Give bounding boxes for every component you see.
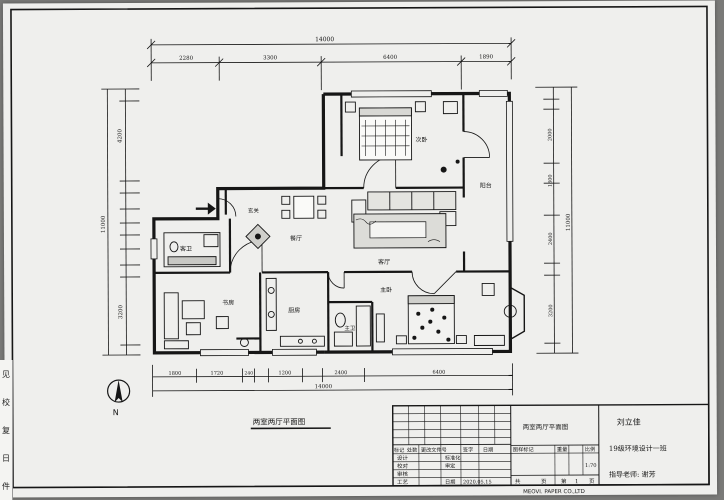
dim-bottom-overall: 14000: [315, 384, 333, 390]
tb-student-name: 刘立佳: [617, 417, 641, 427]
room-label-balcony: 阳台: [480, 181, 492, 189]
tb-weight: 重量: [557, 445, 567, 453]
tb-label-check: 校对: [397, 462, 409, 470]
tb-page-value: 1: [575, 479, 579, 485]
tb-header-change-doc: 更改文件号: [421, 446, 447, 454]
dim-left-seg-1: 4200: [117, 129, 123, 144]
tb-sample-mark: 图样标记: [513, 445, 534, 453]
room-label-kitchen: 厨房: [288, 306, 300, 314]
dim-left-overall: 11000: [101, 215, 107, 233]
tb-label-review: 审核: [397, 470, 409, 478]
dim-right-seg-3: 2400: [548, 232, 554, 245]
tb-label-approve: 审定: [445, 462, 455, 470]
margin-strip-text: 件: [2, 481, 10, 491]
furniture-study: [163, 292, 249, 350]
room-label-guest-bath: 客卫: [180, 245, 192, 253]
tb-label-date: 日期: [445, 479, 455, 486]
sofa-living: [351, 191, 457, 227]
dim-top-seg-2: 3300: [263, 55, 278, 61]
tb-label-process: 工艺: [397, 479, 409, 486]
tb-label-standard: 标准化: [445, 454, 461, 462]
fixtures-kitchen: [265, 277, 325, 347]
dim-top-seg-4: 1890: [479, 54, 494, 60]
dim-bottom-seg-5: 2400: [335, 370, 348, 376]
exterior-walls: [152, 91, 513, 355]
tb-class-name: 19级环境设计一班: [609, 444, 667, 453]
windows: [150, 89, 514, 357]
tb-sheets: 页: [541, 478, 547, 485]
margin-strip: 见 校 复 日 件: [0, 360, 13, 500]
foyer-rug: [245, 223, 271, 250]
tb-instructor: 指导老师: 谢芳: [609, 470, 656, 479]
bed-secondary: [344, 101, 458, 161]
drawing-title: 两室两厅平面图: [253, 416, 306, 426]
room-label-dining: 餐厅: [290, 234, 302, 242]
dim-right-seg-4: 3200: [548, 304, 554, 317]
interior-walls: [154, 93, 511, 353]
north-arrow-icon: [107, 379, 131, 403]
rug-living: [353, 213, 447, 249]
doors: [217, 131, 491, 295]
fixtures-master-bath: [333, 305, 371, 347]
room-label-study: 书房: [222, 299, 234, 307]
dim-top-seg-3: 6400: [383, 55, 398, 61]
tb-header-date: 日期: [483, 446, 493, 453]
armchair-master: [481, 282, 495, 296]
dim-right-overall: 11000: [566, 213, 572, 231]
margin-strip-text: 校: [2, 397, 10, 407]
title-block: [391, 403, 710, 487]
room-label-foyer: 玄关: [248, 206, 260, 214]
dimension-bottom: [152, 363, 514, 397]
dim-bottom-seg-6: 6400: [433, 370, 446, 376]
dimension-left: [101, 88, 141, 356]
tb-total: 共: [515, 477, 521, 485]
dim-bottom-seg-3: 240: [245, 370, 254, 376]
dimension-top: [146, 37, 516, 91]
plant-icon: [440, 166, 447, 173]
dim-top-overall: 14000: [315, 36, 334, 43]
dim-top-seg-1: 2280: [179, 56, 194, 62]
paper-brand: MEOVI. PAPER CO.,LTD: [523, 489, 585, 495]
tb-scale-value: 1:70: [585, 463, 597, 469]
room-label-secondary-bedroom: 次卧: [416, 136, 428, 144]
tb-header-mark: 标记: [394, 446, 404, 454]
room-label-living: 客厅: [378, 258, 390, 266]
tb-drawing-name: 两室两厅平面图: [523, 422, 569, 431]
room-label-master-bedroom: 主卧: [380, 286, 392, 294]
dim-bottom-seg-4: 1200: [279, 370, 292, 376]
dining-table: [281, 195, 327, 219]
north-label: N: [113, 408, 119, 417]
tb-label-design: 设计: [397, 454, 409, 462]
plant-icon: [455, 159, 460, 164]
fixtures-guest-bath: [163, 232, 221, 268]
room-label-master-bath: 主卫: [344, 324, 356, 332]
floor-plan-drawing: 14000 2280 3300 6400 1890 11000 4200 320…: [10, 5, 710, 495]
dim-right-seg-2: 1800: [548, 174, 554, 187]
margin-strip-text: 复: [2, 425, 10, 435]
margin-strip-text: 日: [2, 453, 10, 463]
tb-scale: 比例: [585, 445, 595, 453]
margin-strip-text: 见: [2, 369, 10, 379]
tb-page-suffix: 页: [589, 478, 595, 485]
bay-window: [503, 286, 526, 340]
dim-bottom-seg-1: 1800: [169, 371, 182, 377]
border-frame: [10, 5, 710, 489]
dim-left-seg-2: 3200: [118, 305, 124, 320]
tb-date-value: 2020.05.15: [463, 479, 492, 485]
dim-bottom-seg-2: 1720: [211, 371, 224, 377]
dimension-right: [535, 86, 579, 354]
tb-page-no: 第: [561, 477, 567, 485]
tb-header-signature: 签字: [463, 446, 473, 454]
dim-right-seg-1: 2000: [547, 128, 553, 141]
bed-master: [375, 295, 505, 346]
entry-arrow-icon: [195, 202, 216, 215]
tb-header-count: 处数: [407, 446, 418, 454]
